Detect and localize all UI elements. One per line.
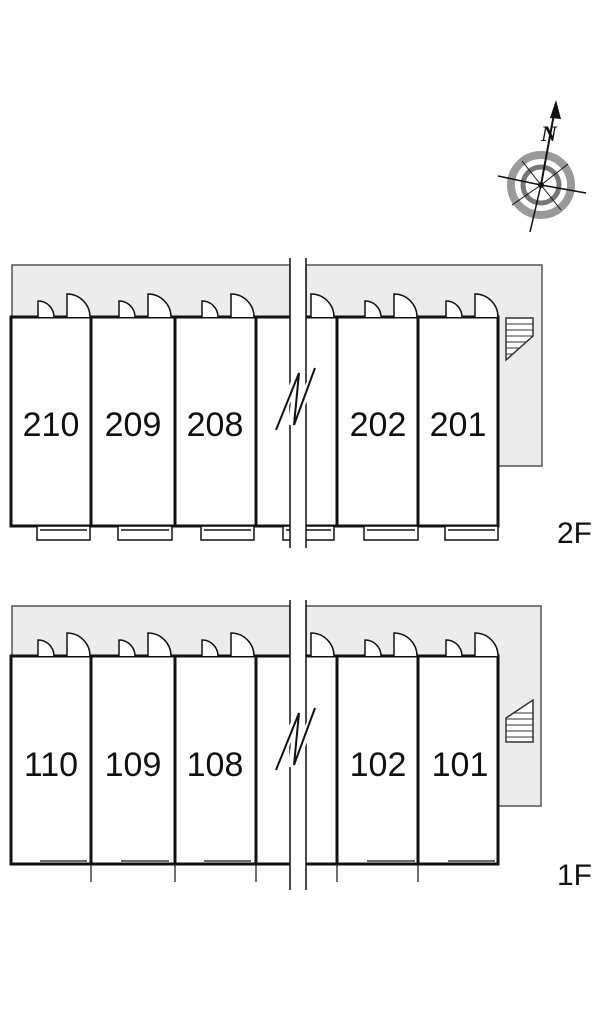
compass: N xyxy=(497,100,587,233)
floor-label-1f: 1F xyxy=(557,859,592,892)
unit-label: 108 xyxy=(187,746,244,784)
floor-2f: 210 209 208 202 201 2F xyxy=(9,255,592,550)
break-zigzag xyxy=(275,707,316,771)
unit-label: 208 xyxy=(187,406,244,444)
unit-label: 210 xyxy=(23,406,80,444)
balconies-2f xyxy=(36,525,499,541)
unit-partial-right-2f xyxy=(306,315,337,528)
unit-partial-left-1f xyxy=(256,654,290,866)
doors-2f xyxy=(37,293,499,318)
break-zigzag xyxy=(275,367,316,431)
stairs-icon xyxy=(505,698,534,743)
unit-label: 101 xyxy=(432,746,489,784)
unit-209 xyxy=(89,315,177,528)
floor-1f: 110 109 108 102 101 1F xyxy=(9,598,592,893)
unit-label: 202 xyxy=(350,406,407,444)
compass-north-label: N xyxy=(540,121,558,146)
stairs-icon xyxy=(505,317,534,362)
unit-label: 109 xyxy=(105,746,162,784)
unit-101 xyxy=(416,654,500,866)
unit-partial-right-1f xyxy=(306,654,337,866)
compass-rose-icon xyxy=(497,100,587,233)
unit-partial-left-2f xyxy=(256,315,290,528)
unit-109 xyxy=(89,654,177,866)
unit-102 xyxy=(335,654,420,866)
unit-label: 209 xyxy=(105,406,162,444)
windows-1f xyxy=(40,860,495,882)
unit-210 xyxy=(9,315,93,528)
unit-label: 110 xyxy=(24,746,78,784)
unit-label: 102 xyxy=(350,746,407,784)
unit-label: 201 xyxy=(430,406,487,444)
doors-1f xyxy=(37,632,499,657)
floor-label-2f: 2F xyxy=(557,517,592,550)
